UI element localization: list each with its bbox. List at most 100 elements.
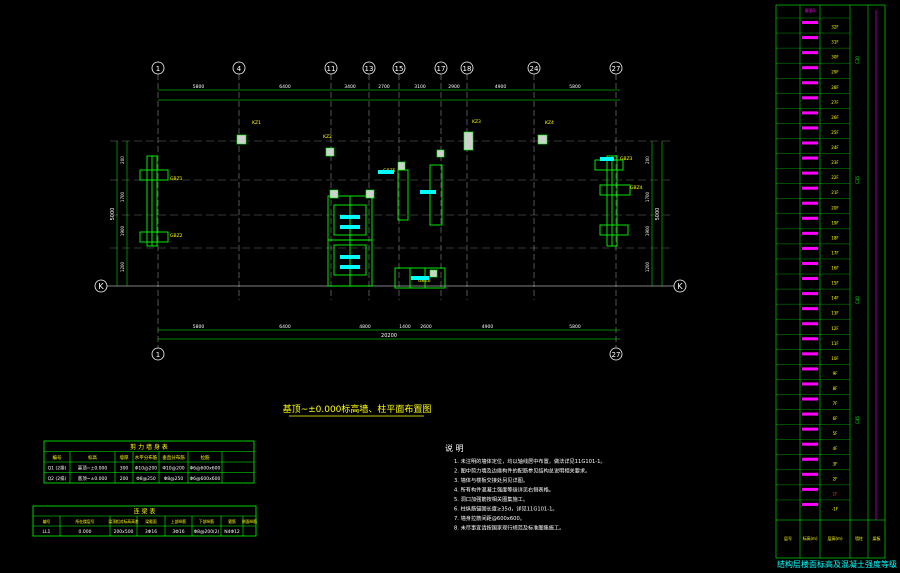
floor-label-28F: 28F: [831, 85, 839, 90]
floor-label-1F: 1F: [833, 491, 839, 496]
dim-top-2: 3400: [344, 84, 356, 90]
floor-label-7F: 7F: [833, 401, 839, 406]
side-dim-right-1: 1700: [645, 191, 650, 202]
floor-footer-1: 标高(m): [802, 535, 817, 541]
note-line-7: 7. 墙身拉筋间距@600x600。: [454, 514, 525, 522]
beam-table: 连 梁 表编号所在楼层号梁顶相对标高高差梁截面上部纵筋下部纵筋箍筋侧面纵筋LL1…: [32, 505, 257, 537]
dim-top-3: 2700: [378, 84, 390, 90]
axis-label-18: 18: [463, 65, 472, 73]
floor-label-18F: 18F: [831, 235, 839, 240]
floor-elev-bar: [802, 231, 818, 235]
row-axis-left: K: [94, 279, 108, 293]
axis-label-17: 17: [437, 65, 446, 73]
shear-walls: [139, 155, 631, 289]
wall-table-cell: Q1 (2排): [48, 465, 67, 472]
dim-top-4: 3100: [414, 84, 426, 90]
beam-table-cell: LL1: [43, 529, 51, 535]
beam-table-cell: N4Φ12: [224, 529, 240, 535]
floor-footer-0: 层号: [784, 535, 792, 541]
note-line-2: 2. 图中剪力墙及边缘构件的配筋参见结构总说明相关要求。: [454, 467, 590, 475]
wall-table-cell: Φ8@250: [164, 476, 184, 482]
floor-footer-3: 墙柱: [855, 535, 863, 541]
floor-elev-bar: [802, 307, 818, 311]
floor-elev-bar: [802, 156, 818, 160]
floor-label-19F: 19F: [831, 220, 839, 225]
floor-label-8F: 8F: [833, 386, 839, 391]
side-dim-left-1: 1700: [120, 191, 125, 202]
side-dim-right-0: 200: [645, 156, 650, 164]
floor-elev-bar: [802, 81, 818, 85]
floor-elev-bar: [802, 487, 818, 491]
column-tags: KZ1KZ2KZ3KZ4GBZ1GBZ2GBZ3GBZ4GBZ5GBZ6: [170, 119, 643, 284]
wall-table-cell: Φ6@600x600: [190, 466, 221, 472]
dim-bottom-2: 4800: [359, 324, 371, 330]
beam-table-header-4: 上部纵筋: [171, 519, 186, 524]
axis-bubble-11: 11: [324, 61, 338, 75]
floor-elev-bar: [802, 382, 818, 386]
beam-table-cell: 200x500: [114, 529, 134, 535]
beam-table-header-7: 侧面纵筋: [242, 519, 257, 524]
dim-top-5: 2900: [448, 84, 460, 90]
beam-table-title: 连 梁 表: [134, 508, 156, 516]
axis-bubble-24: 24: [527, 61, 541, 75]
wall-table-header-1: 标高: [88, 454, 97, 461]
row-axis-left-label: K: [98, 282, 104, 291]
columns: [236, 131, 548, 278]
tag-gbz1: GBZ1: [170, 176, 183, 182]
axis-bottom-label-27: 27: [612, 351, 621, 359]
plan-gridlines: [110, 140, 670, 249]
wall-table-cell: 基顶~±0.000: [78, 465, 108, 472]
grade-label-2: C40: [855, 296, 860, 304]
floor-label-6F: 6F: [833, 416, 839, 421]
floor-label-9F: 9F: [833, 371, 839, 376]
floor-elev-bar: [802, 457, 818, 461]
floor-label-27F: 27F: [831, 100, 839, 105]
notes-title: 说 明: [445, 443, 464, 453]
floor-label-16F: 16F: [831, 266, 839, 271]
floor-footer-2: 层高(m): [827, 535, 842, 541]
row-axis-right: K: [673, 279, 687, 293]
floor-elev-bar: [802, 201, 818, 205]
notes-list: 1. 未注明的墙体定位，均以轴线居中布置，做法详见11G101-1。2. 图中剪…: [454, 457, 606, 532]
floor-elev-bar: [802, 427, 818, 431]
floor-elev-bar: [802, 36, 818, 40]
axis-bubble-bottom-1: 1: [151, 347, 165, 361]
dim-bottom-5: 4900: [482, 324, 494, 330]
floor-elev-bar: [802, 51, 818, 55]
floor-elev-bar: [802, 397, 818, 401]
wall-table-cell: Φ8@250: [136, 476, 156, 482]
wall-table-cell: Q2 (2排): [48, 475, 67, 482]
floor-elev-bar: [802, 502, 818, 506]
dim-top-7: 5800: [569, 84, 581, 90]
wall-table-cell: Φ10@200: [162, 466, 184, 472]
beam-table-cell: Φ8@200(2): [194, 529, 220, 535]
grade-label-1: C35: [855, 176, 860, 184]
floor-elev-bar: [802, 322, 818, 326]
floor-elev-bar: [802, 442, 818, 446]
wall-table-title: 剪 力 墙 身 表: [130, 443, 168, 451]
beam-table-header-2: 梁顶相对标高高差: [108, 519, 139, 524]
axis-label-13: 13: [365, 65, 374, 73]
side-dim-left-label: 5000: [110, 208, 116, 221]
floor-label-32F: 32F: [831, 25, 839, 30]
floor-label-2F: 2F: [833, 476, 839, 481]
floor-elev-bar: [802, 141, 818, 145]
note-line-6: 6. 柱纵筋锚固长度≥35d，详见11G101-1。: [454, 505, 558, 513]
wall-table-cell: 200: [120, 476, 129, 482]
side-dim-left-2: 1900: [120, 225, 125, 236]
floor-table: 屋面132F31F30F29F28F27F26F25F24F23F22F21F2…: [775, 4, 886, 559]
tag-kz2: KZ2: [323, 134, 332, 140]
note-line-5: 5. 洞口加强筋按相关图集施工。: [454, 495, 528, 503]
floor-elev-bar: [802, 171, 818, 175]
tag-gbz6: GBZ6: [418, 278, 431, 284]
wall-table-header-2: 墙厚: [120, 454, 129, 461]
axis-bottom-label-1: 1: [156, 351, 160, 359]
axis-label-4: 4: [237, 65, 242, 73]
axis-bubble-bottom-27: 27: [609, 347, 623, 361]
axis-bubble-27: 27: [609, 61, 623, 75]
axis-lines: [157, 74, 617, 300]
floor-label-21F: 21F: [831, 190, 839, 195]
side-dim-left-3: 1200: [120, 261, 125, 272]
grade-label-3: C45: [855, 416, 860, 424]
